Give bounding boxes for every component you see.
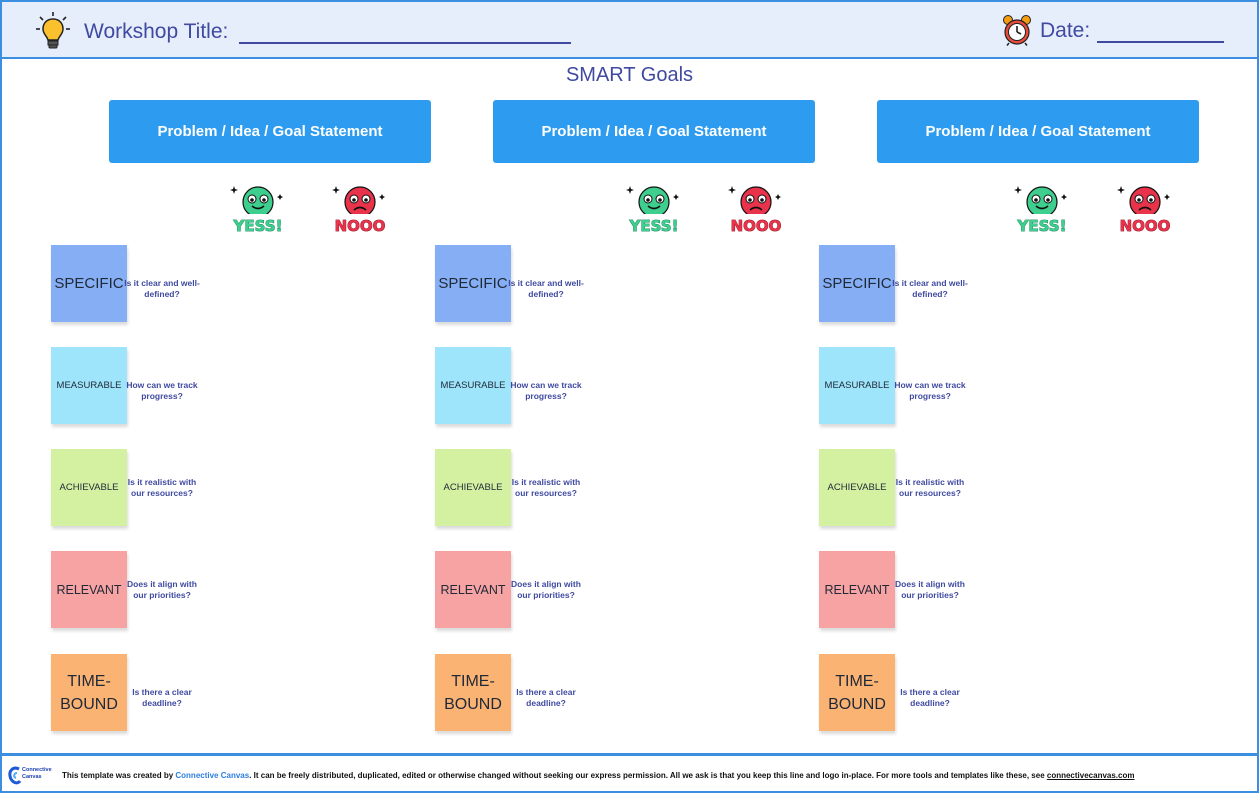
sticky-note-label: SPECIFIC <box>54 275 124 292</box>
sticky-note-measurable[interactable]: MEASURABLE <box>51 347 127 424</box>
nooo-sticker-icon[interactable]: NOOO <box>726 180 786 238</box>
sticky-note-measurable[interactable]: MEASURABLE <box>819 347 895 424</box>
workshop-title-label: Workshop Title: <box>84 20 229 43</box>
criterion-question: Is it realistic with our resources? <box>895 477 965 498</box>
criterion-question: Is it realistic with our resources? <box>127 477 197 498</box>
criterion-question: Is there a clear deadline? <box>516 687 576 708</box>
sticky-note-time-bound[interactable]: TIME-BOUND <box>819 654 895 731</box>
sticky-note-label: TIME-BOUND <box>60 672 118 713</box>
goal-statement-card[interactable]: Problem / Idea / Goal Statement <box>109 100 431 163</box>
lightbulb-icon <box>36 12 70 49</box>
sticky-note-achievable[interactable]: ACHIEVABLE <box>819 449 895 526</box>
sticker-text: NOOO <box>1120 217 1171 235</box>
sticky-note-label: RELEVANT <box>56 582 122 597</box>
sticky-note-time-bound[interactable]: TIME-BOUND <box>51 654 127 731</box>
date-label: Date: <box>1040 19 1091 42</box>
sticker-text: NOOO <box>731 217 782 235</box>
sticky-note-achievable[interactable]: ACHIEVABLE <box>435 449 511 526</box>
sticker-text: YESS! <box>1017 217 1067 235</box>
sticky-note-label: RELEVANT <box>824 582 890 597</box>
criterion-question: How can we track progress? <box>126 380 198 401</box>
sticky-note-specific[interactable]: SPECIFIC <box>51 245 127 322</box>
nooo-sticker-icon[interactable]: NOOO <box>1115 180 1175 238</box>
criterion-question: Is there a clear deadline? <box>132 687 192 708</box>
footer-link[interactable]: connectivecanvas.com <box>1046 771 1135 780</box>
sticky-note-relevant[interactable]: RELEVANT <box>435 551 511 628</box>
criterion-question: Does it align with our priorities? <box>127 579 197 600</box>
criterion-question: Is it clear and well-defined? <box>892 278 968 299</box>
footer: Connective Canvas This template was crea… <box>2 753 1257 791</box>
sticky-note-label: MEASURABLE <box>56 380 122 391</box>
sticker-text: YESS! <box>629 217 679 235</box>
criterion-question: Does it align with our priorities? <box>895 579 965 600</box>
sticky-note-label: TIME-BOUND <box>444 672 502 713</box>
criterion-question: Does it align with our priorities? <box>511 579 581 600</box>
header: Workshop Title: Date: <box>2 2 1257 59</box>
sticky-note-time-bound[interactable]: TIME-BOUND <box>435 654 511 731</box>
logo-text: Connective Canvas <box>22 767 52 780</box>
footer-credit-text: This template was created by Connective … <box>62 771 1135 780</box>
sticky-note-label: SPECIFIC <box>438 275 508 292</box>
sticker-text: YESS! <box>233 217 283 235</box>
sticky-note-label: TIME-BOUND <box>828 672 886 713</box>
sticky-note-relevant[interactable]: RELEVANT <box>819 551 895 628</box>
goal-statement-card[interactable]: Problem / Idea / Goal Statement <box>877 100 1199 163</box>
criterion-question: Is it clear and well-defined? <box>124 278 200 299</box>
sticky-note-label: MEASURABLE <box>824 380 890 391</box>
date-field[interactable] <box>1097 41 1224 43</box>
workshop-title-field[interactable] <box>239 42 571 44</box>
sticky-note-measurable[interactable]: MEASURABLE <box>435 347 511 424</box>
criterion-question: Is it clear and well-defined? <box>508 278 584 299</box>
board-title: SMART Goals <box>565 64 694 86</box>
brand-name: Connective Canvas <box>175 771 250 780</box>
criterion-question: How can we track progress? <box>894 380 966 401</box>
sticky-note-label: ACHIEVABLE <box>827 482 887 493</box>
yess-sticker-icon[interactable]: YESS! <box>1012 180 1072 238</box>
criterion-question: Is there a clear deadline? <box>900 687 960 708</box>
sticky-note-label: MEASURABLE <box>440 380 506 391</box>
criterion-question: How can we track progress? <box>510 380 582 401</box>
sticker-text: NOOO <box>335 217 386 235</box>
sticky-note-label: RELEVANT <box>440 582 506 597</box>
nooo-sticker-icon[interactable]: NOOO <box>330 180 390 238</box>
yess-sticker-icon[interactable]: YESS! <box>228 180 288 238</box>
yess-sticker-icon[interactable]: YESS! <box>624 180 684 238</box>
sticky-note-label: ACHIEVABLE <box>443 482 503 493</box>
connective-canvas-logo-icon <box>8 766 22 785</box>
goal-statement-card[interactable]: Problem / Idea / Goal Statement <box>493 100 815 163</box>
sticky-note-label: SPECIFIC <box>822 275 892 292</box>
sticky-note-specific[interactable]: SPECIFIC <box>435 245 511 322</box>
sticky-note-label: ACHIEVABLE <box>59 482 119 493</box>
sticky-note-relevant[interactable]: RELEVANT <box>51 551 127 628</box>
sticky-note-specific[interactable]: SPECIFIC <box>819 245 895 322</box>
alarm-clock-icon <box>1003 15 1031 46</box>
criterion-question: Is it realistic with our resources? <box>511 477 581 498</box>
sticky-note-achievable[interactable]: ACHIEVABLE <box>51 449 127 526</box>
